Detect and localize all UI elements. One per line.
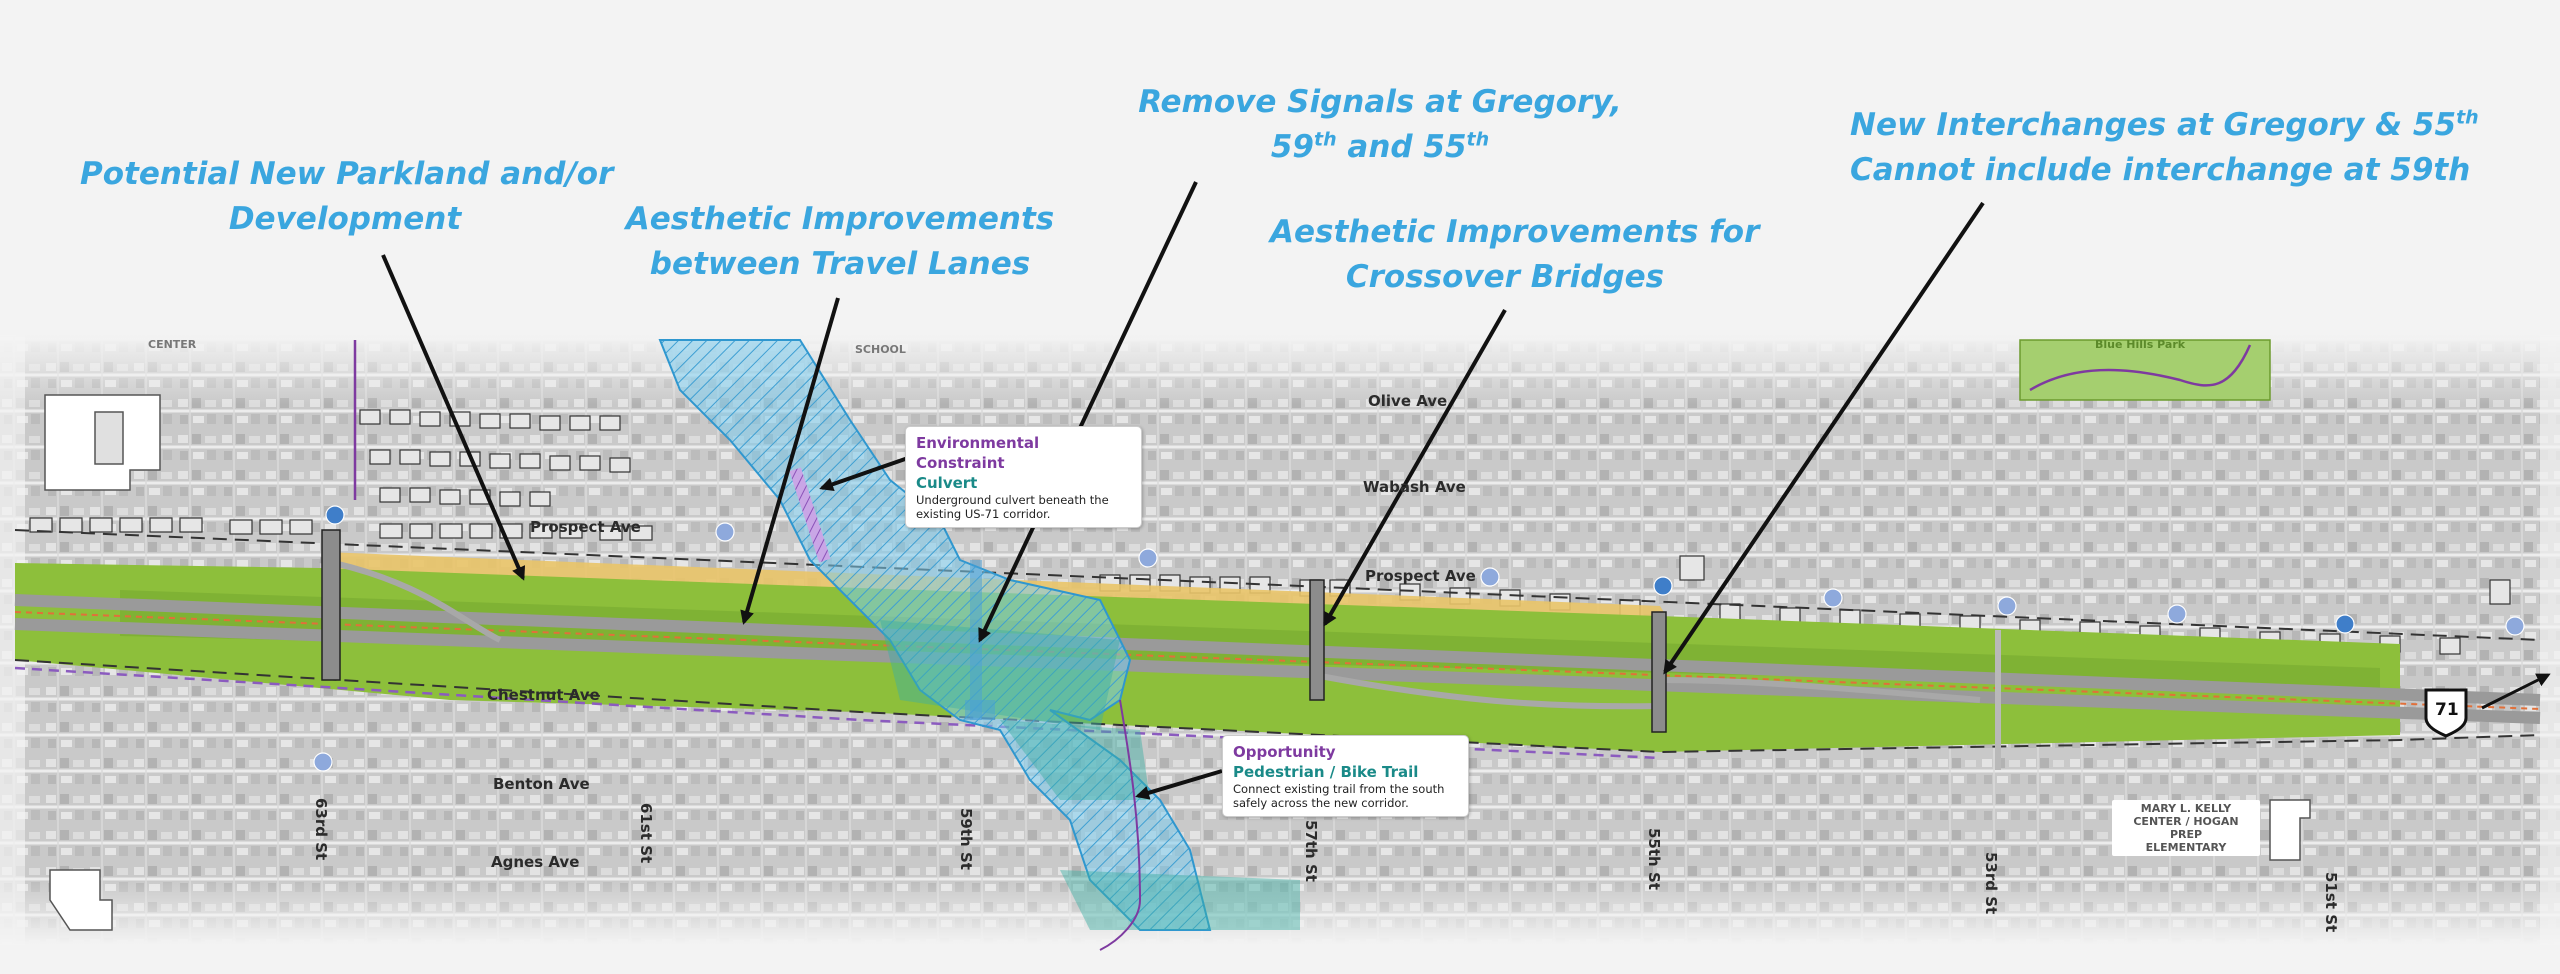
callout-interchanges: New Interchanges at Gregory & 55th Canno… xyxy=(1850,103,2479,193)
street-label-61st: 61st St xyxy=(637,803,655,864)
callout-aesthetic-lanes-line1: Aesthetic Improvements xyxy=(625,201,1055,237)
highway-lanes xyxy=(14,557,2541,724)
street-label-63rd: 63rd St xyxy=(312,798,330,861)
street-label-wabash: Wabash Ave xyxy=(1363,478,1466,496)
info-box-trail-title: Opportunity xyxy=(1233,743,1336,761)
callout-parkland-line1: Potential New Parkland and/or xyxy=(80,156,614,192)
info-box-culvert: Environmental Constraint Culvert Undergr… xyxy=(905,426,1142,528)
bridges xyxy=(321,529,2001,770)
info-box-trail-body: Connect existing trail from the south sa… xyxy=(1233,782,1445,810)
callout-bridges: Aesthetic Improvements for Crossover Bri… xyxy=(1270,210,1760,300)
street-label-53rd: 53rd St xyxy=(1982,852,2000,915)
culvert-path xyxy=(789,467,831,563)
us71-shield-icon xyxy=(2424,688,2468,738)
callout-bridges-line1: Aesthetic Improvements for xyxy=(1270,214,1760,250)
street-label-59th: 59th St xyxy=(957,808,975,870)
callout-interchanges-line2: Cannot include interchange at 59th xyxy=(1850,152,2471,188)
callout-aesthetic-lanes-line2: between Travel Lanes xyxy=(649,246,1031,282)
info-box-culvert-body: Underground culvert beneath the existing… xyxy=(916,493,1109,521)
street-label-prospect-west: Prospect Ave xyxy=(530,518,641,536)
callout-arrows xyxy=(381,181,1985,800)
street-label-55th: 55th St xyxy=(1645,828,1663,890)
street-label-benton: Benton Ave xyxy=(493,775,590,793)
transit-stops xyxy=(313,505,2525,772)
callout-parkland: Potential New Parkland and/or Developmen… xyxy=(80,152,614,242)
us71-shield-label: 71 xyxy=(2435,700,2459,720)
direction-arrow-icon xyxy=(2481,673,2551,710)
west-building xyxy=(44,394,161,491)
callout-signals-line2: 59th and 55th xyxy=(1270,128,1490,165)
building-label-school: MARY L. KELLY CENTER / HOGAN PREP ELEMEN… xyxy=(2112,800,2260,856)
info-box-trail-subtitle: Pedestrian / Bike Trail xyxy=(1233,763,1419,781)
callout-aesthetic-lanes: Aesthetic Improvements between Travel La… xyxy=(620,197,1060,287)
faint-label-school: SCHOOL xyxy=(855,343,906,356)
street-label-57th: 57th St xyxy=(1302,820,1320,882)
callout-signals-line1: Remove Signals at Gregory, xyxy=(1138,84,1622,120)
faint-label-park: Blue Hills Park xyxy=(2095,338,2186,351)
callout-parkland-line2: Development xyxy=(228,201,462,237)
street-label-prospect-east: Prospect Ave xyxy=(1365,567,1476,585)
faint-label-center: CENTER xyxy=(148,338,197,351)
info-box-culvert-subtitle: Culvert xyxy=(916,474,978,492)
info-box-trail: Opportunity Pedestrian / Bike Trail Conn… xyxy=(1222,735,1469,817)
callout-bridges-line2: Crossover Bridges xyxy=(1345,259,1665,295)
street-label-olive: Olive Ave xyxy=(1368,392,1448,410)
street-label-agnes: Agnes Ave xyxy=(491,853,580,871)
street-label-51st: 51st St xyxy=(2322,872,2340,933)
street-label-chestnut: Chestnut Ave xyxy=(487,686,600,704)
info-box-culvert-title: Environmental Constraint xyxy=(916,434,1040,472)
school-building xyxy=(2269,799,2311,861)
callout-remove-signals: Remove Signals at Gregory, 59th and 55th xyxy=(1130,80,1630,170)
callout-interchanges-line1: New Interchanges at Gregory & 55th xyxy=(1850,106,2479,143)
